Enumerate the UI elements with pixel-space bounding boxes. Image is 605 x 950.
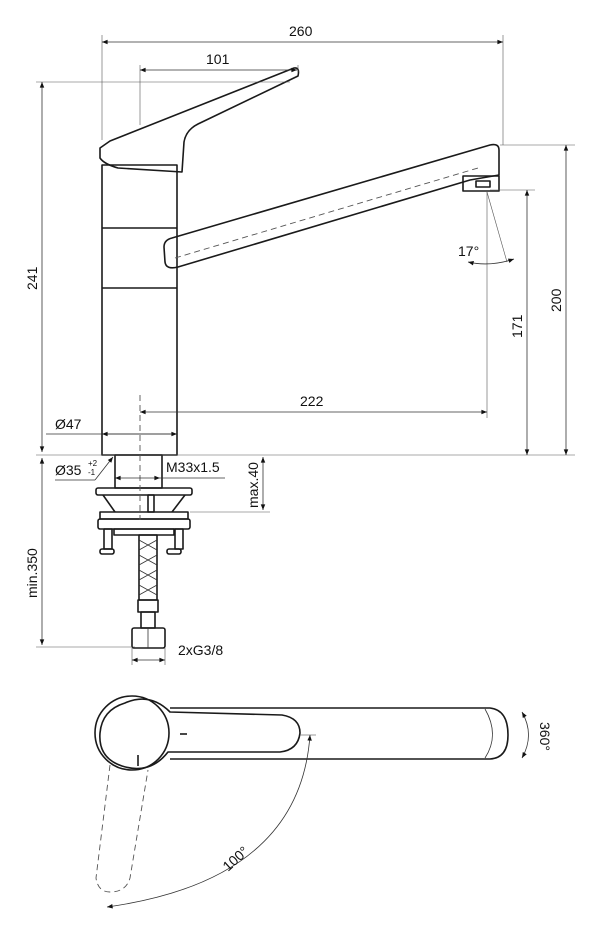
- dim-hole-diameter: Ø35: [55, 462, 82, 478]
- mounting-assembly: [95, 454, 193, 555]
- dim-spout-height: 200: [548, 288, 564, 312]
- lever-rotated-position: [95, 764, 149, 893]
- faucet-spout: [163, 143, 500, 269]
- supply-hose: [131, 534, 166, 649]
- top-view: 360° 100°: [94, 695, 553, 909]
- extension-lines: [36, 35, 575, 665]
- dim-lever-rotation: 100°: [219, 843, 251, 874]
- faucet-lever: [99, 67, 300, 173]
- dim-outlet-height: 171: [509, 314, 525, 338]
- body-top-outline: [94, 695, 170, 771]
- swivel-arc: [521, 711, 529, 759]
- dim-overall-length: 260: [289, 23, 313, 39]
- dim-connections: 2xG3/8: [178, 642, 223, 658]
- dim-outlet-angle: 17°: [458, 243, 479, 259]
- side-view: 260 101 241 200 171 222 Ø47 Ø35 +2 -1 M3…: [24, 23, 575, 665]
- dim-hole-tolerance-lower: -1: [88, 468, 96, 477]
- dim-thread: M33x1.5: [166, 459, 220, 475]
- dim-swivel-angle: 360°: [537, 722, 553, 751]
- dimension-lines: [39, 39, 569, 663]
- dim-spout-projection: 222: [300, 393, 324, 409]
- dim-hole-tolerance-upper: +2: [88, 459, 98, 468]
- dim-lever-reach: 101: [206, 51, 230, 67]
- dim-max-deck-thickness: max.40: [245, 462, 261, 508]
- lever-top-outline: [99, 698, 301, 770]
- spout-top-outline: [170, 707, 509, 760]
- dim-min-hose-length: min.350: [24, 548, 40, 598]
- rotation-arc: [106, 734, 312, 909]
- dim-overall-height: 241: [24, 266, 40, 290]
- faucet-body: [101, 164, 178, 456]
- dim-body-diameter: Ø47: [55, 416, 82, 432]
